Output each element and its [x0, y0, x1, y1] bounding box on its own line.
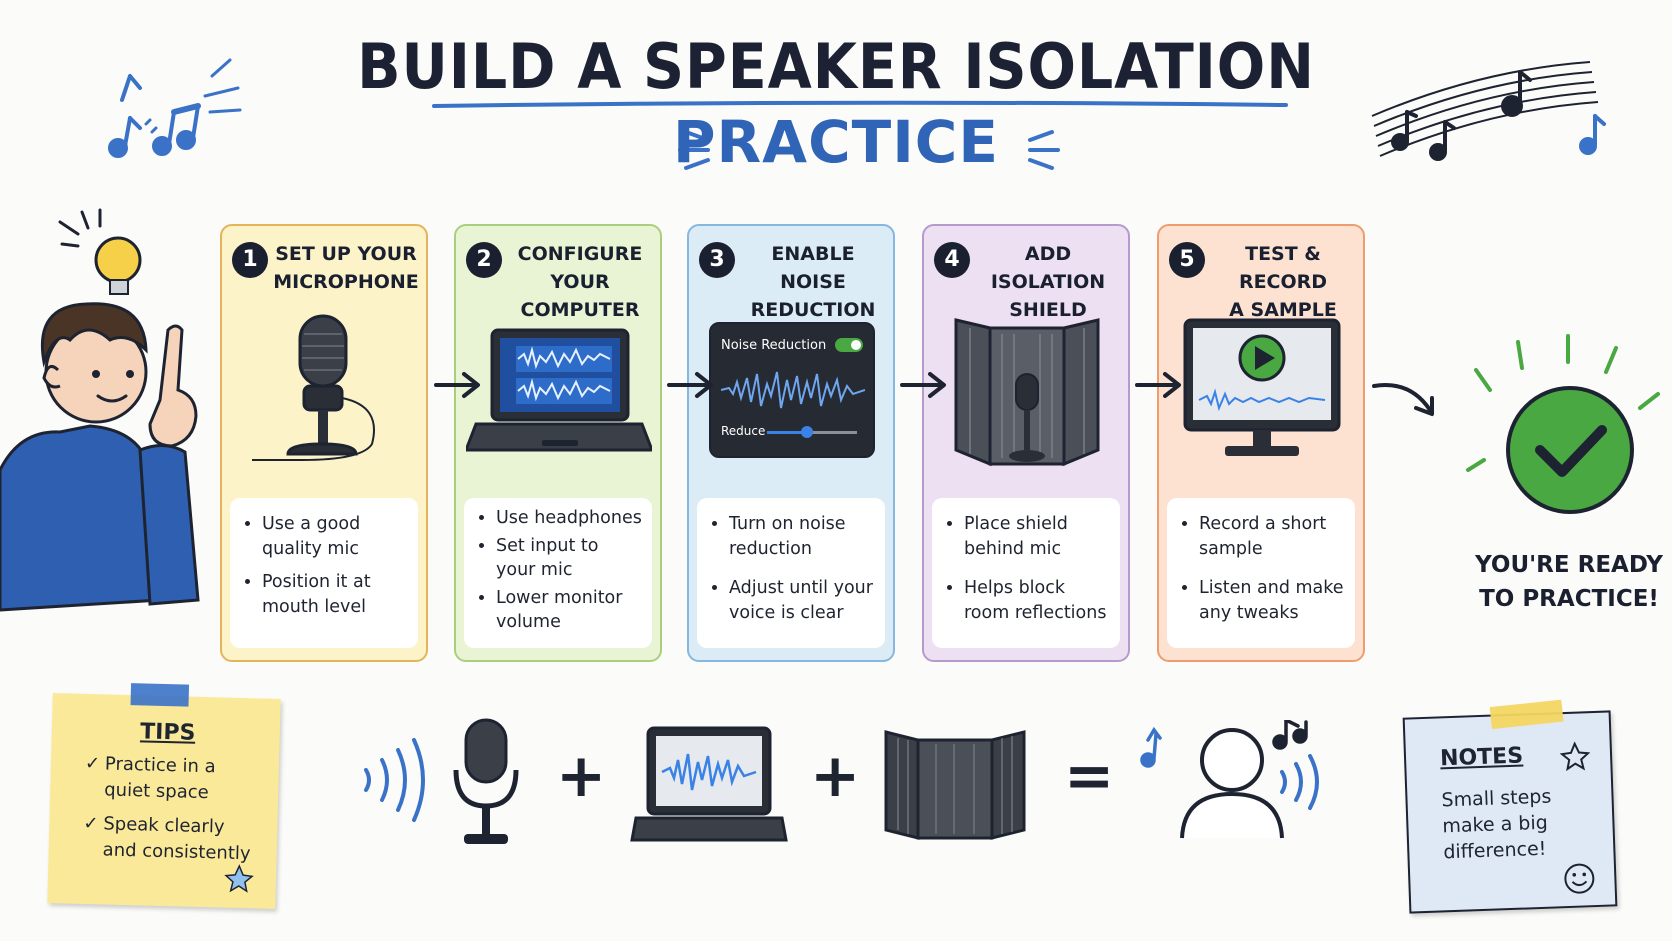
ready-line1: YOU'RE READY — [1475, 552, 1663, 578]
notes-line3: difference! — [1442, 837, 1547, 864]
noise-reduction-toggle[interactable] — [835, 338, 863, 352]
presenter-illustration — [0, 208, 200, 612]
step-number-5: 5 — [1169, 242, 1205, 278]
title-underline — [432, 100, 1288, 108]
step-title-1-line1: SET UP YOUR — [275, 243, 417, 265]
step-number-3: 3 — [699, 242, 735, 278]
step-1-bullets: Use a good quality mic Position it at mo… — [230, 498, 418, 648]
reduce-slider[interactable] — [767, 426, 857, 438]
tape-icon — [1489, 699, 1564, 730]
step-number-2: 2 — [466, 242, 502, 278]
ready-message: YOU'RE READY TO PRACTICE! — [1474, 548, 1664, 616]
speaker-person-icon — [1140, 720, 1319, 839]
notes-note: NOTES Small steps make a big difference! — [1402, 699, 1618, 914]
step-number-1: 1 — [232, 242, 268, 278]
subtitle-dash-left-icon — [678, 130, 710, 170]
subtitle-dash-right-icon — [1028, 130, 1060, 170]
notes-text: Small steps make a big difference! — [1441, 782, 1600, 865]
isolation-shield-icon — [954, 318, 1100, 467]
smiley-icon — [1564, 863, 1595, 894]
step-title-5-line2: A SAMPLE — [1229, 299, 1337, 321]
equals-sign: = — [1064, 741, 1115, 811]
step-title-3-line2: REDUCTION — [750, 299, 876, 321]
ready-line2: TO PRACTICE! — [1479, 586, 1659, 612]
step-card-4: 4 ADD ISOLATION SHIELD Place shield behin… — [922, 224, 1130, 662]
step-title-2-line2: YOUR COMPUTER — [520, 271, 640, 321]
step-title-4-line1: ADD ISOLATION — [990, 243, 1106, 293]
page-subtitle: PRACTICE — [673, 108, 999, 176]
arrow-right-icon — [434, 372, 480, 398]
tips-note: TIPS Practice in a quiet space Speak cle… — [47, 683, 281, 909]
step-card-3: 3 ENABLE NOISE REDUCTION Noise Reduction … — [687, 224, 895, 662]
notes-line2: make a big — [1442, 811, 1549, 838]
isolation-shield-icon — [884, 730, 1026, 840]
list-item: Place shield behind mic — [964, 512, 1110, 562]
arrow-right-icon — [900, 372, 946, 398]
list-item: Practice in a quiet space — [104, 751, 263, 807]
tips-list: Practice in a quiet space Speak clearly … — [68, 751, 263, 868]
tips-heading: TIPS — [139, 719, 196, 746]
lightbulb-icon — [58, 208, 142, 295]
list-item: Use headphones — [496, 506, 642, 530]
step-card-2: 2 CONFIGURE YOUR COMPUTER Use headphones … — [454, 224, 662, 662]
monitor-playback-icon — [1183, 318, 1341, 456]
list-item: Helps block room reflections — [964, 576, 1110, 626]
music-staff-right-icon — [1371, 61, 1606, 161]
step-title-4-line2: SHIELD — [1009, 299, 1087, 321]
list-item: Turn on noise reduction — [729, 512, 875, 562]
plus-sign: + — [556, 741, 607, 811]
plus-sign: + — [810, 741, 861, 811]
noise-reduction-panel: Noise Reduction Reduce — [709, 322, 875, 458]
step-number-4: 4 — [934, 242, 970, 278]
list-item: Listen and make any tweaks — [1199, 576, 1345, 626]
sound-waves-left-icon — [364, 738, 425, 822]
laptop-icon — [630, 726, 788, 842]
list-item: Position it at mouth level — [262, 570, 408, 620]
step-title-5-line1: TEST & RECORD — [1238, 243, 1328, 293]
notes-line1: Small steps — [1441, 785, 1552, 812]
list-item: Adjust until your voice is clear — [729, 576, 875, 626]
microphone-icon — [252, 314, 375, 461]
step-card-1: 1 SET UP YOUR MICROPHONE Use a good quali… — [220, 224, 428, 662]
microphone-icon — [453, 718, 519, 844]
list-item: Set input to your mic — [496, 534, 642, 582]
reduce-slider-label: Reduce — [721, 424, 766, 438]
music-notes-left-icon — [108, 58, 242, 158]
list-item: Lower monitor volume — [496, 586, 642, 634]
success-check-icon — [1466, 334, 1660, 514]
star-icon — [1559, 741, 1591, 772]
tape-icon — [130, 683, 190, 707]
arrow-right-icon — [1135, 372, 1181, 398]
list-item: Speak clearly and consistently — [102, 811, 261, 867]
page-title: BUILD A SPEAKER ISOLATION — [357, 30, 1315, 103]
laptop-icon — [466, 328, 652, 452]
step-3-bullets: Turn on noise reduction Adjust until you… — [697, 498, 885, 648]
list-item: Use a good quality mic — [262, 512, 408, 562]
noise-reduction-label: Noise Reduction — [721, 338, 827, 353]
list-item: Record a short sample — [1199, 512, 1345, 562]
step-2-bullets: Use headphones Set input to your mic Low… — [464, 498, 652, 648]
step-4-bullets: Place shield behind mic Helps block room… — [932, 498, 1120, 648]
arrow-right-icon — [667, 372, 713, 398]
step-title-3-line1: ENABLE NOISE — [771, 243, 855, 293]
step-title-2-line1: CONFIGURE — [517, 243, 643, 265]
step-title-1-line2: MICROPHONE — [273, 271, 419, 293]
star-icon — [224, 864, 254, 893]
waveform-icon — [721, 371, 865, 409]
step-card-5: 5 TEST & RECORD A SAMPLE Record a short s… — [1157, 224, 1365, 662]
curved-arrow-icon — [1372, 383, 1434, 416]
step-5-bullets: Record a short sample Listen and make an… — [1167, 498, 1355, 648]
